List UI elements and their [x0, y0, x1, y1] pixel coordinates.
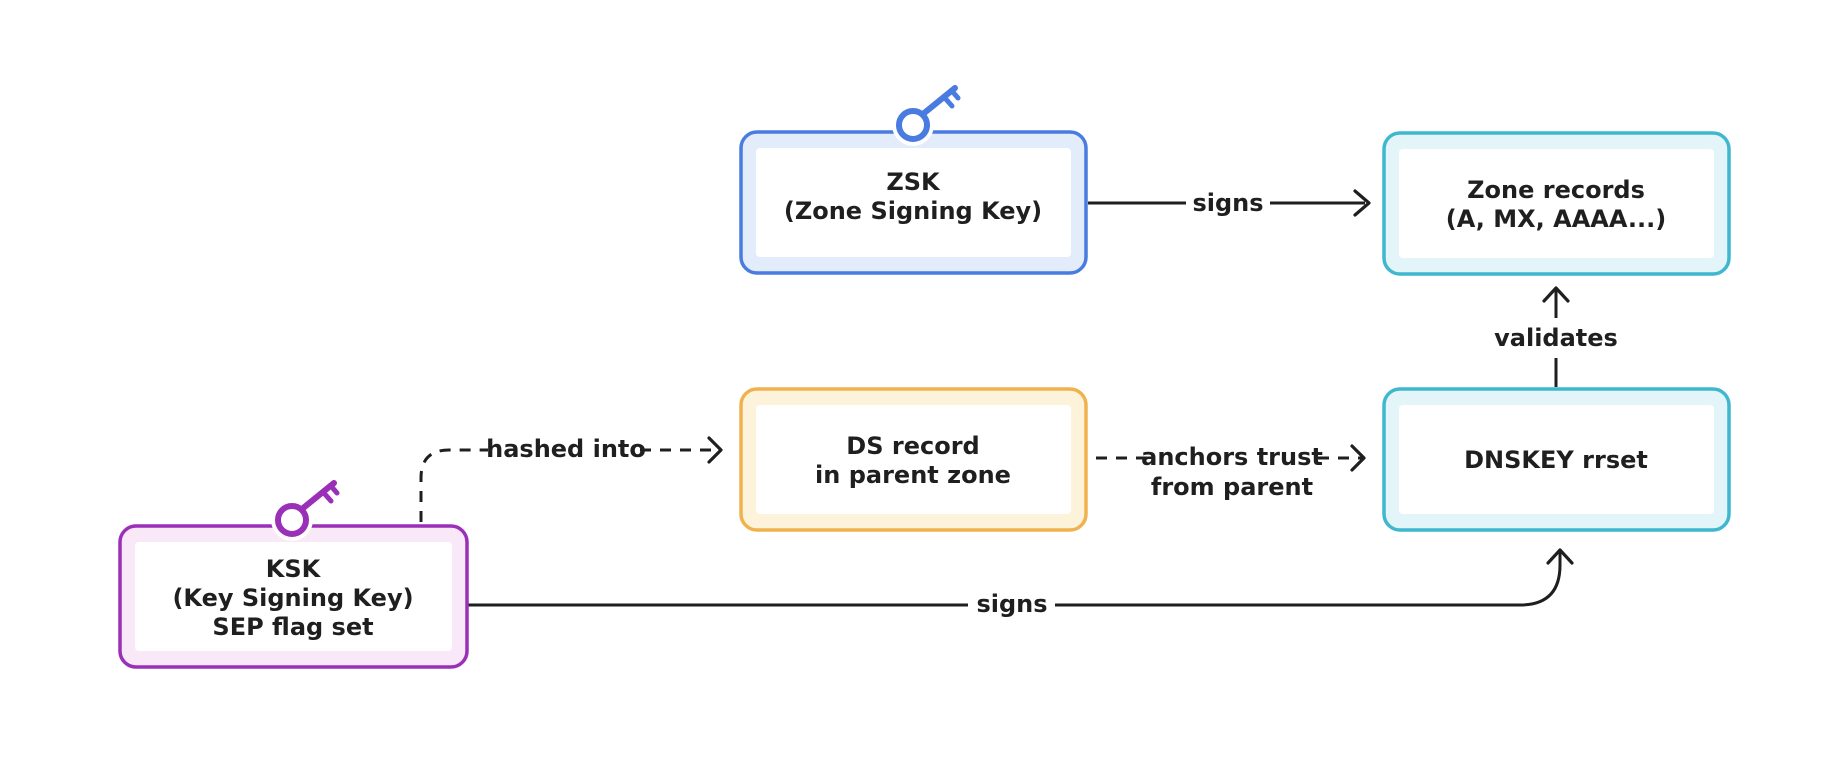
node-zone-records-line-2: (A, MX, AAAA...) — [1446, 205, 1666, 233]
node-inner — [1399, 149, 1714, 258]
edge-label-validates: validates — [1494, 324, 1618, 352]
arrowhead — [1546, 548, 1574, 565]
node-zsk-line-1: ZSK — [886, 168, 941, 196]
node-inner — [1399, 405, 1714, 514]
key-icon-shaft — [920, 85, 958, 117]
key-icon — [271, 480, 340, 541]
edge-label-anchors-trust-1: anchors trust — [1141, 443, 1323, 471]
node-dnskey-line-1: DNSKEY rrset — [1464, 446, 1648, 474]
node-zsk: ZSK (Zone Signing Key) — [739, 130, 1088, 275]
node-inner — [756, 148, 1071, 257]
node-inner — [135, 542, 452, 651]
edge-label-hashed-into: hashed into — [486, 435, 646, 463]
edge-label-zsk-signs: signs — [1192, 189, 1263, 217]
node-ksk-line-2: (Key Signing Key) — [172, 584, 413, 612]
key-icon-tooth — [320, 489, 334, 504]
edge-label-anchors-trust-2: from parent — [1151, 473, 1313, 501]
key-icon-tooth — [328, 483, 340, 496]
edge-zsk-signs: signs — [1088, 189, 1371, 217]
key-icon — [892, 85, 961, 146]
key-icon-tooth — [941, 94, 955, 109]
edge-label-ksk-signs: signs — [976, 590, 1047, 618]
node-zone-records: Zone records (A, MX, AAAA...) — [1382, 131, 1731, 276]
edge-ksk-signs: signs — [468, 548, 1574, 618]
node-ksk-line-1: KSK — [266, 555, 322, 583]
key-icon-ring — [896, 108, 930, 142]
key-icon-tooth — [949, 88, 961, 101]
edge-validates: validates — [1494, 286, 1618, 387]
arrowhead — [1350, 444, 1366, 472]
key-icon-ring — [275, 503, 309, 537]
edge-line — [1055, 552, 1562, 607]
node-zone-records-line-1: Zone records — [1467, 176, 1645, 204]
node-inner — [756, 405, 1071, 514]
edge-line — [419, 448, 488, 522]
node-ds-record-line-2: in parent zone — [815, 461, 1011, 489]
edge-anchors-trust: anchors trust from parent — [1096, 443, 1366, 501]
key-icon-shaft — [299, 480, 337, 512]
node-ksk-line-3: SEP flag set — [212, 613, 373, 641]
arrowhead — [1353, 189, 1371, 217]
node-dnskey-rrset: DNSKEY rrset — [1382, 387, 1731, 532]
node-ksk: KSK (Key Signing Key) SEP flag set — [118, 524, 469, 669]
node-zsk-line-2: (Zone Signing Key) — [784, 197, 1042, 225]
arrowhead — [707, 436, 723, 464]
node-ds-record-line-1: DS record — [846, 432, 979, 460]
node-ds-record: DS record in parent zone — [739, 387, 1088, 532]
arrowhead — [1542, 286, 1570, 303]
edge-hashed-into: hashed into — [419, 435, 723, 522]
